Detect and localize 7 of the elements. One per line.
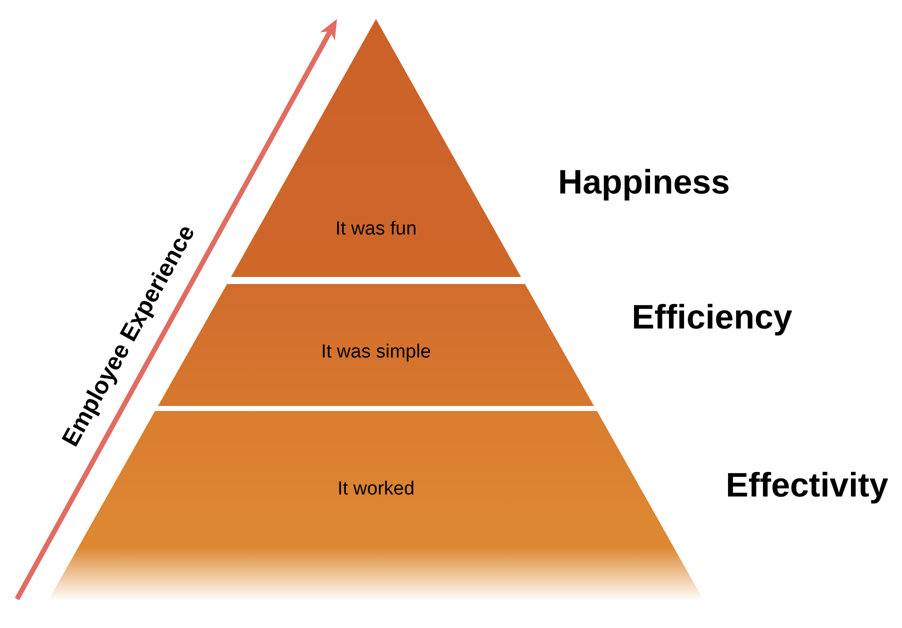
tier-text: It was fun xyxy=(335,218,417,242)
pyramid-tier xyxy=(231,19,521,277)
tier-text: It was simple xyxy=(321,342,431,364)
tier-text: It worked xyxy=(337,478,415,502)
tier-label: Efficiency xyxy=(632,298,792,338)
tier-label: Effectivity xyxy=(726,466,888,506)
tier-label: Happiness xyxy=(558,163,730,203)
